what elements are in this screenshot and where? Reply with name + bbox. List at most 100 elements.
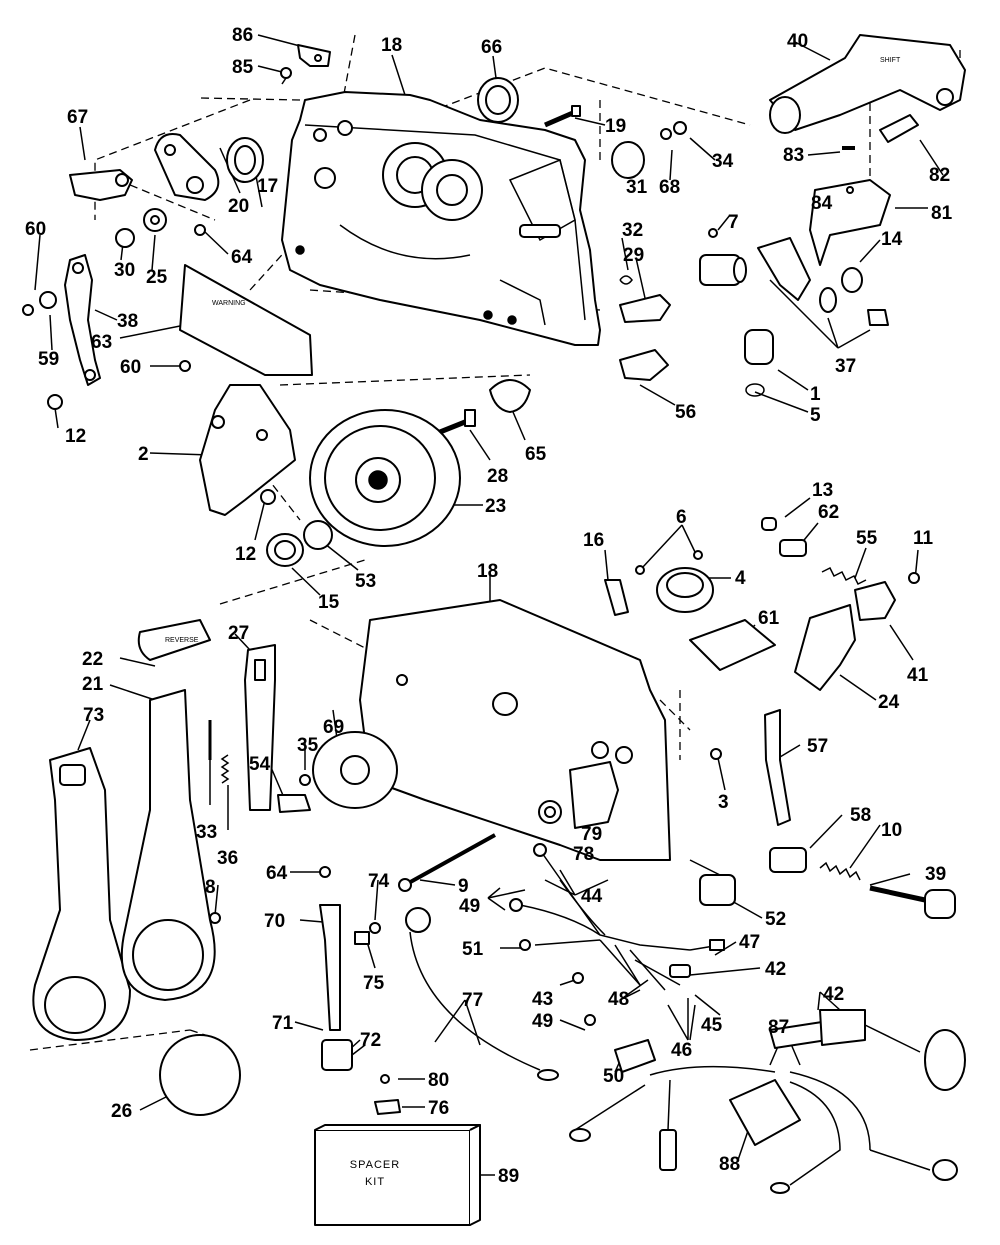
callout-label: 79 [581, 824, 602, 845]
callout-label: 49 [532, 1011, 553, 1032]
callout-label: 8 [205, 877, 216, 898]
part-36-spring [220, 754, 230, 784]
part-62-block [779, 539, 807, 557]
callout-label: 38 [117, 311, 138, 332]
part-76-clip [374, 1099, 401, 1115]
part-60-screw-mid [179, 360, 191, 372]
callout-label: 57 [807, 736, 828, 757]
callout-label: 19 [605, 116, 626, 137]
callout-label: 27 [228, 623, 249, 644]
callout-label: 51 [462, 939, 484, 960]
callout-label: 9 [458, 876, 469, 897]
part-78-nut [538, 800, 562, 824]
callout-label: 12 [65, 426, 86, 447]
callout-label: 23 [485, 496, 506, 517]
callout-label: 68 [659, 177, 680, 198]
callout-label: 1 [810, 384, 821, 405]
callout-label: 64 [231, 247, 253, 268]
callout-label: 46 [671, 1040, 692, 1061]
part-2-lever-plate [199, 384, 296, 516]
callout-label: 6 [676, 507, 687, 528]
callout-label: 50 [603, 1066, 624, 1087]
callout-label: 28 [487, 466, 508, 487]
part-87-battery-cables [569, 1065, 958, 1194]
callout-label: 41 [907, 665, 929, 686]
callout-label: 77 [462, 990, 483, 1011]
callout-label: 43 [532, 989, 553, 1010]
part-58-detent-block [769, 847, 807, 873]
callout-label: 29 [623, 245, 644, 266]
part-8-screw [209, 912, 221, 924]
part-79-cable-cover [569, 761, 619, 829]
part-4-warning-horn [656, 567, 714, 613]
callout-label: 4 [735, 568, 746, 589]
callout-label: 71 [272, 1013, 294, 1034]
callout-label: 75 [363, 973, 385, 994]
part-40-handle-lever: SHIFT [769, 34, 966, 134]
part-39-plunger [869, 885, 956, 919]
callout-label: 39 [925, 864, 946, 885]
part-67-cam [69, 169, 133, 201]
callout-label: 58 [850, 805, 871, 826]
callout-label: 36 [217, 848, 238, 869]
callout-label: 24 [878, 692, 900, 713]
decal-40-text: SHIFT [880, 57, 901, 64]
part-26-cover-disc [159, 1034, 241, 1116]
part-84-plate [757, 237, 811, 301]
part-16-clip [604, 579, 629, 616]
part-17-ring [226, 137, 264, 183]
callout-label: 26 [111, 1101, 132, 1122]
part-50-fitting [614, 1039, 656, 1073]
part-57-neutral-lever [764, 709, 791, 826]
callout-label: 44 [581, 886, 603, 907]
decal-63-text: WARNING [212, 300, 246, 307]
callout-label: 5 [810, 405, 821, 426]
part-64-screw-upper [194, 224, 206, 236]
callout-label: 76 [428, 1098, 449, 1119]
part-52-trim-switch [689, 859, 736, 906]
leader-lines [34, 34, 944, 1176]
spacer-kit-label-line2: KIT [365, 1176, 385, 1188]
part-12-screw-upper [47, 394, 63, 410]
part-63-warning-decal: WARNING [179, 264, 313, 376]
part-41-detent-body [854, 581, 896, 621]
part-1-bushing [744, 329, 774, 365]
callout-label: 86 [232, 25, 253, 46]
part-68-washer [660, 128, 672, 140]
callout-label: 13 [812, 480, 833, 501]
part-13-cap [761, 517, 777, 531]
callout-label: 85 [232, 57, 254, 78]
part-89-spacer-kit-box: SPACER KIT [314, 1124, 481, 1226]
part-24-cam-plate [794, 604, 856, 691]
part-44-wire-harness [509, 843, 725, 1026]
part-10-spring [819, 861, 861, 881]
callout-label: 65 [525, 444, 547, 465]
callout-label: 11 [913, 528, 934, 549]
callout-label: 74 [368, 871, 390, 892]
callout-label: 17 [257, 176, 278, 197]
callout-label: 53 [355, 571, 376, 592]
callout-label: 78 [573, 844, 594, 865]
callout-label: 48 [608, 989, 629, 1010]
callout-label: 16 [583, 530, 604, 551]
callout-label: 70 [264, 911, 285, 932]
part-35-screw [299, 774, 311, 786]
part-18-housing-cover [359, 599, 671, 861]
part-12-screw-lower [260, 489, 276, 505]
callout-label: 52 [765, 909, 786, 930]
callout-layer: 86 85 18 66 40 67 19 34 83 82 68 31 17 2… [25, 25, 953, 1187]
part-20-link [154, 133, 220, 201]
callout-label: 54 [249, 754, 271, 775]
callout-label: 66 [481, 37, 502, 58]
callout-label: 55 [856, 528, 878, 549]
callout-label: 14 [881, 229, 903, 250]
part-60-screw-left [22, 304, 34, 316]
callout-label: 37 [835, 356, 856, 377]
part-30-nut [115, 228, 135, 248]
callout-label: 49 [459, 896, 480, 917]
part-70-trim-switch [319, 904, 341, 1031]
callout-label: 18 [381, 35, 402, 56]
callout-label: 64 [266, 863, 288, 884]
part-14-key [841, 267, 889, 326]
